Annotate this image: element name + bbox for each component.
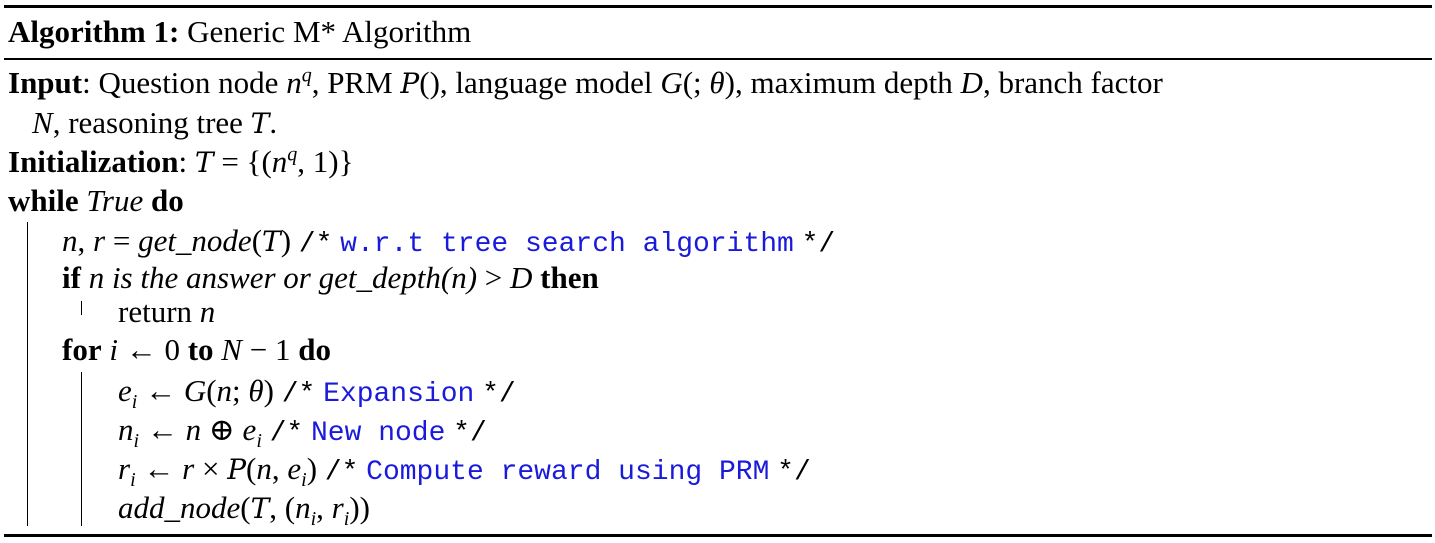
then-keyword: then xyxy=(540,260,599,295)
if-condition-text: is the answer or xyxy=(111,260,311,295)
algorithm-title: Generic M* Algorithm xyxy=(187,14,472,49)
return-keyword: return xyxy=(118,294,193,329)
get-node-fn: get_node xyxy=(138,223,252,258)
input-line-1: Input: Question node nq, PRM P(), langua… xyxy=(8,64,1163,100)
comment-close: */ xyxy=(777,457,811,488)
while-line: while True do xyxy=(8,183,184,219)
get-depth-fn: get_depth(n) xyxy=(318,260,478,295)
comment-open: /* xyxy=(269,418,304,449)
new-node-line: ni ← n ⊕ ei /* New node */ xyxy=(118,412,487,453)
while-block-bar xyxy=(27,222,28,526)
for-do-keyword: do xyxy=(298,332,331,367)
to-keyword: to xyxy=(187,332,214,367)
comment-new-node: New node xyxy=(310,418,446,449)
algorithm-label: Algorithm 1: xyxy=(8,14,180,49)
while-condition: True xyxy=(86,183,144,218)
return-line: return n xyxy=(118,294,216,329)
reward-line: ri ← r × P(n, ei) /* Compute reward usin… xyxy=(118,451,811,492)
do-keyword: do xyxy=(150,183,184,218)
comment-close: */ xyxy=(801,229,836,260)
comment-close: */ xyxy=(482,379,516,410)
input-prm-text: PRM xyxy=(327,65,393,100)
comment-open: /* xyxy=(281,379,316,410)
comment-search: w.r.t tree search algorithm xyxy=(340,229,794,260)
input-question-text: Question node xyxy=(98,65,279,100)
header-rule xyxy=(4,58,1432,60)
for-line: for i ← 0 to N − 1 do xyxy=(62,332,331,367)
for-block-bar xyxy=(81,372,82,526)
input-lm-text: language model xyxy=(455,65,653,100)
if-line: if n is the answer or get_depth(n) > D t… xyxy=(62,260,599,295)
expansion-line: ei ← G(n; θ) /* Expansion */ xyxy=(118,373,516,414)
for-keyword: for xyxy=(62,332,102,367)
input-line-2: N, reasoning tree T. xyxy=(32,105,278,140)
input-label: Input xyxy=(8,65,83,100)
if-block-bar xyxy=(81,301,82,315)
top-rule xyxy=(4,5,1432,8)
get-node-line: n, r = get_node(T) /* w.r.t tree search … xyxy=(62,223,836,260)
init-line: Initialization: T = {(nq, 1)} xyxy=(8,143,354,179)
input-branch-text: branch factor xyxy=(998,65,1163,100)
comment-reward: Compute reward using PRM xyxy=(366,457,770,488)
add-node-fn: add_node xyxy=(118,490,241,525)
while-keyword: while xyxy=(8,183,79,218)
bottom-rule xyxy=(4,534,1432,537)
algorithm-header: Algorithm 1: Generic M* Algorithm xyxy=(8,14,471,50)
comment-expansion: Expansion xyxy=(323,379,475,410)
comment-close: */ xyxy=(453,418,487,449)
comment-open: /* xyxy=(324,457,359,488)
input-tree-text: reasoning tree xyxy=(68,105,243,140)
comment-open: /* xyxy=(298,229,333,260)
add-node-line: add_node(T, (ni, ri)) xyxy=(118,490,370,531)
if-keyword: if xyxy=(62,260,81,295)
init-label: Initialization xyxy=(8,144,179,179)
input-depth-text: maximum depth xyxy=(750,65,953,100)
